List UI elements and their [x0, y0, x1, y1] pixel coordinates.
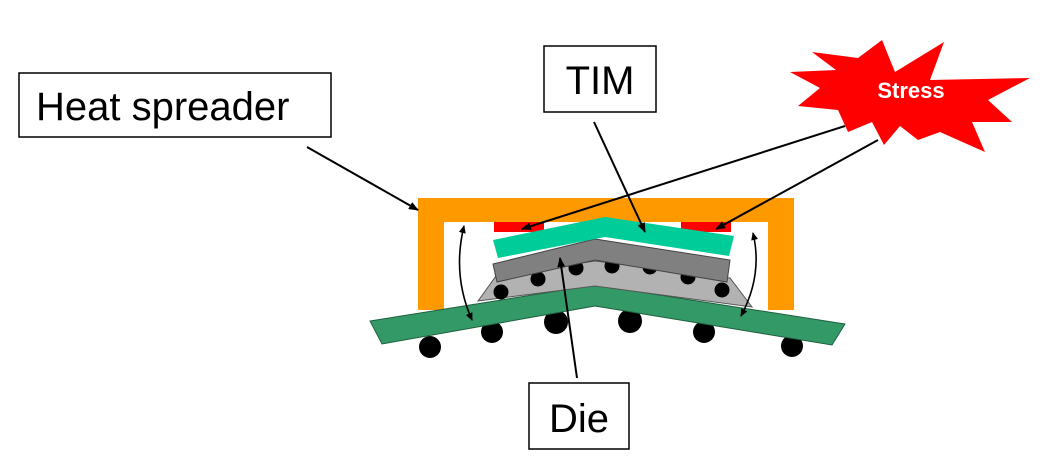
adhesive-pad-right — [681, 222, 731, 232]
warpage-arrow-left — [458, 225, 473, 321]
die-bump — [530, 271, 546, 287]
heat-spreader-label-box — [18, 72, 332, 138]
stress-starburst-shape — [790, 40, 1030, 152]
stress-arrow-right — [715, 139, 879, 230]
solder-ball — [781, 335, 803, 357]
heat-spreader-callout: Heat spreader — [18, 72, 332, 138]
solder-ball — [618, 309, 642, 333]
die — [492, 238, 731, 283]
solder-ball — [693, 321, 715, 343]
tim-label: TIM — [566, 59, 635, 103]
stress-label: Stress — [877, 78, 944, 103]
tim-leader — [593, 121, 646, 233]
solder-ball — [419, 336, 441, 358]
die-bump — [714, 282, 730, 298]
die-label: Die — [549, 397, 609, 441]
warpage-arrow-right — [740, 232, 759, 317]
solder-ball — [481, 321, 503, 343]
stress-burst: Stress — [790, 40, 1030, 152]
stress-arrow-left — [521, 125, 846, 231]
tim-label-box — [543, 45, 657, 113]
solder-ball — [544, 310, 568, 334]
die-bump — [493, 284, 509, 300]
die-callout: Die — [528, 382, 630, 450]
tim-callout: TIM — [543, 45, 657, 113]
die-leader — [557, 257, 578, 379]
heat-spreader-leader — [306, 146, 419, 211]
tim-layer — [493, 217, 734, 258]
die-label-box — [528, 382, 630, 450]
heat-spreader-label: Heat spreader — [36, 85, 289, 129]
adhesive-pad-left — [494, 222, 544, 232]
